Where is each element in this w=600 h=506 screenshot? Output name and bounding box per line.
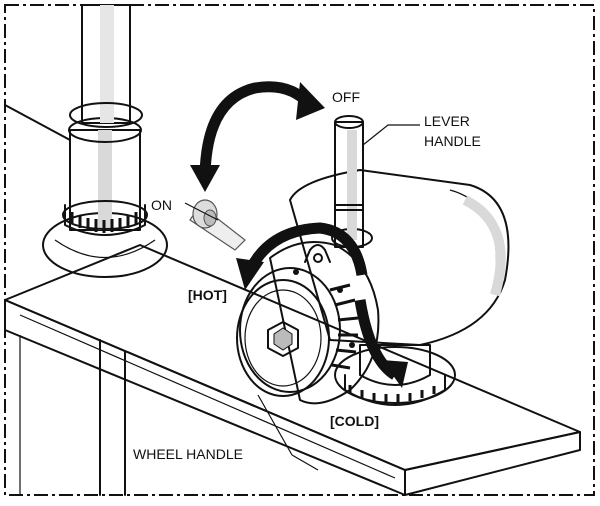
label-lever-handle-line2: HANDLE — [424, 133, 481, 149]
label-wheel-handle: WHEEL HANDLE — [133, 446, 243, 462]
label-on: ON — [151, 197, 172, 213]
lever-ghost-on-position — [189, 199, 246, 251]
dashdot-frame — [4, 4, 595, 496]
label-off: OFF — [332, 89, 360, 105]
wheel-rotation-arrow — [236, 222, 408, 388]
lever-rotation-arrow — [190, 81, 325, 192]
lever-handle[interactable] — [334, 115, 364, 248]
wheel-handle[interactable] — [236, 241, 380, 405]
label-hot: [HOT] — [188, 287, 227, 303]
left-pipe-fixture — [4, 4, 168, 278]
counter-surface — [4, 244, 581, 496]
label-cold: [COLD] — [330, 413, 379, 429]
left-pipe-knurl — [64, 204, 146, 236]
wheel-hex-nut — [267, 321, 299, 357]
leader-lines — [184, 124, 420, 471]
label-lever-handle-line1: LEVER — [424, 113, 470, 129]
